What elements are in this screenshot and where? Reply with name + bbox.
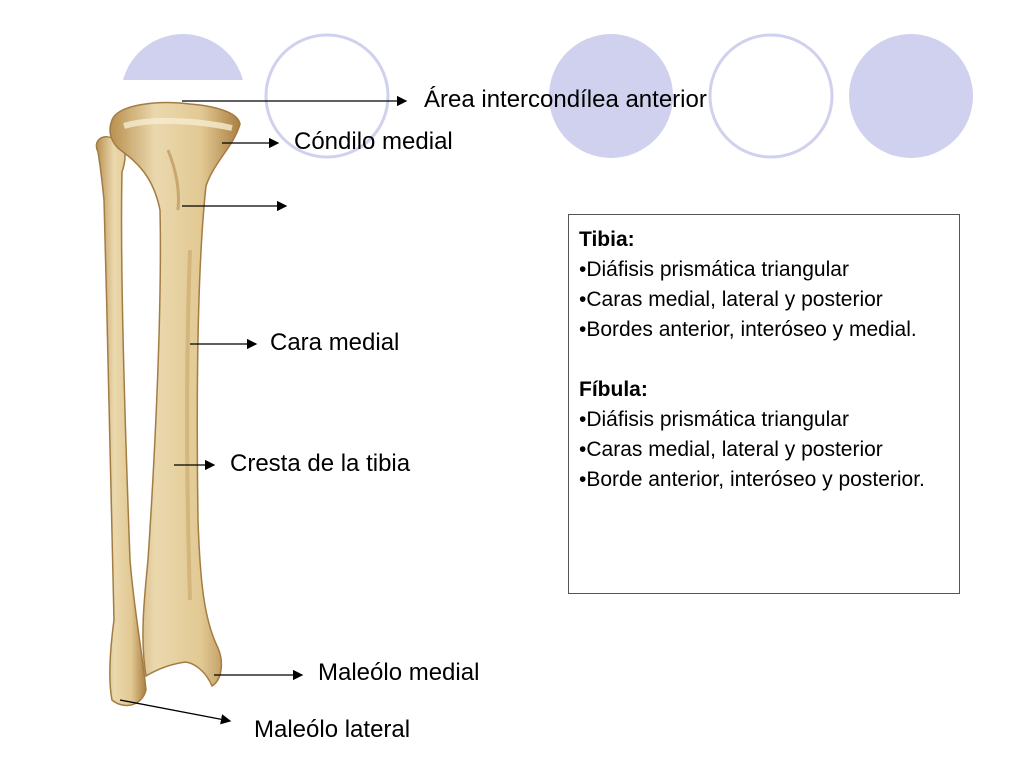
fibula-item: •Caras medial, lateral y posterior [579, 438, 883, 461]
label-maleolo-medial: Maleólo medial [318, 659, 480, 686]
tibia-bone [109, 101, 241, 688]
label-condilo-medial: Cóndilo medial [294, 128, 453, 155]
fibula-item: •Diáfisis prismática triangular [579, 408, 849, 431]
label-maleolo-lateral: Maleólo lateral [254, 716, 411, 743]
circle-5 [849, 34, 973, 158]
circle-1 [123, 34, 243, 80]
circle-3 [549, 34, 673, 158]
circle-4 [708, 33, 834, 159]
fibula-heading: Fíbula: [579, 378, 648, 401]
label-area-intercondilea: Área intercondílea anterior [424, 86, 707, 113]
tibia-item: •Bordes anterior, interóseo y medial. [579, 318, 917, 341]
circle-2 [264, 33, 390, 159]
decorative-circles [123, 33, 973, 159]
fibula-item: •Borde anterior, interóseo y posterior. [579, 468, 925, 491]
arrow-maleolo-lateral [119, 699, 232, 725]
tibia-item: •Caras medial, lateral y posterior [579, 288, 883, 311]
label-cara-medial: Cara medial [270, 329, 400, 356]
fibula-bone [95, 136, 147, 707]
info-box: Tibia: •Diáfisis prismática triangular •… [568, 214, 960, 594]
tibia-item: •Diáfisis prismática triangular [579, 258, 849, 281]
tibia-heading: Tibia: [579, 228, 635, 251]
label-cresta-tibia: Cresta de la tibia [230, 450, 411, 477]
